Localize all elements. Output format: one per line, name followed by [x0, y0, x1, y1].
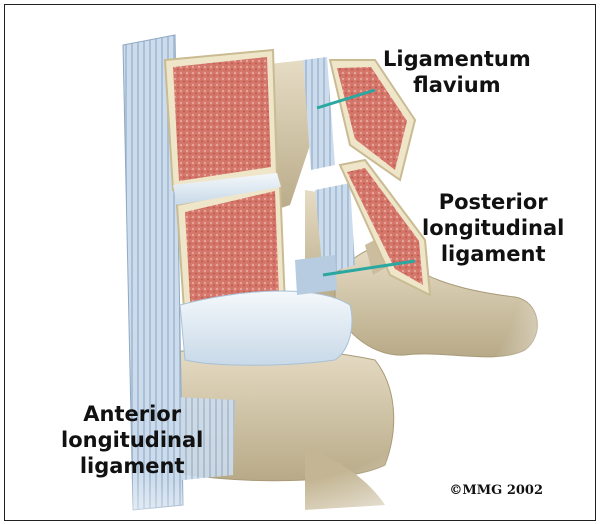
label-line: longitudinal [61, 427, 203, 453]
label-line: ligament [61, 453, 203, 479]
label-line: Posterior [422, 189, 564, 215]
copyright-notice: ©MMG 2002 [449, 483, 543, 498]
label-line: Anterior [61, 401, 203, 427]
label-anterior-longitudinal-ligament: Anterior longitudinal ligament [61, 401, 203, 479]
label-ligamentum-flavum: Ligamentum flavium [383, 46, 531, 98]
label-line: longitudinal [422, 215, 564, 241]
label-line: Ligamentum [383, 46, 531, 72]
label-line: flavium [383, 72, 531, 98]
label-posterior-longitudinal-ligament: Posterior longitudinal ligament [422, 189, 564, 267]
illustration-frame: Ligamentum flavium Posterior longitudina… [4, 4, 596, 521]
label-line: ligament [422, 241, 564, 267]
